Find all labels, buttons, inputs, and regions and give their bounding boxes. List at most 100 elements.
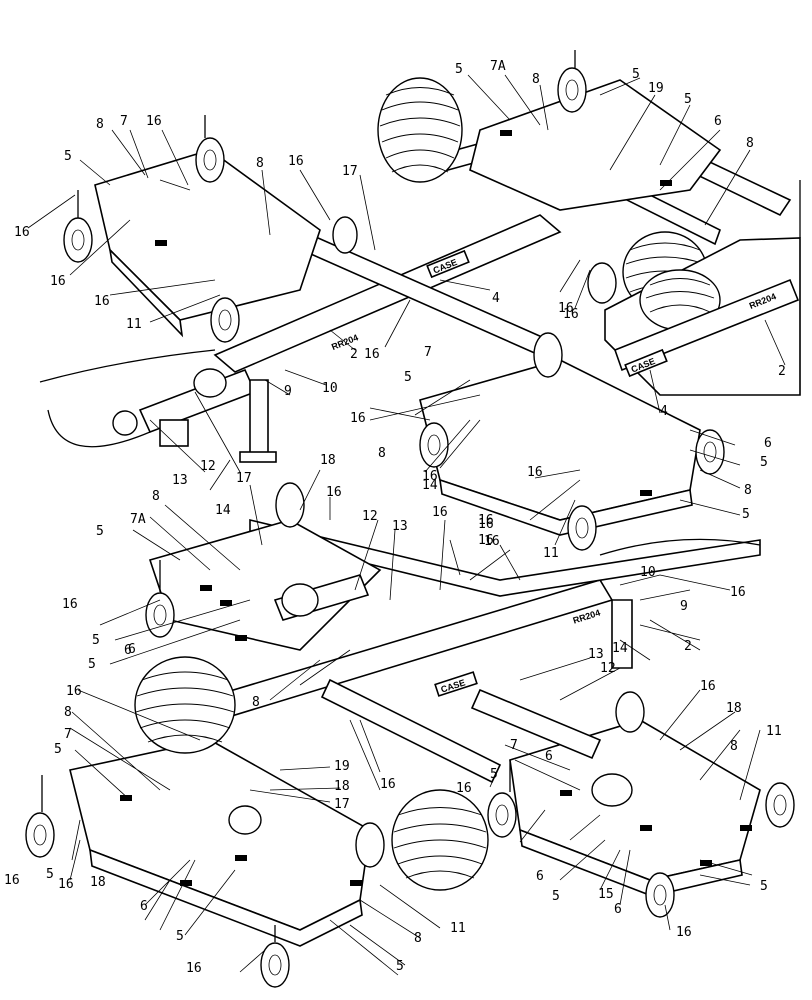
callout: 7A	[130, 512, 146, 527]
callout: 17	[342, 164, 358, 179]
callout: 16	[478, 533, 494, 548]
rear-deck-top	[469, 79, 722, 211]
callout: 6	[128, 642, 136, 657]
callout: 8	[252, 695, 260, 710]
callout: 7	[510, 738, 518, 753]
callout: 8	[378, 446, 386, 461]
callout: 5	[760, 455, 768, 470]
callout: 16	[50, 274, 66, 289]
callout: 2	[778, 364, 786, 379]
callouts-top: 5 7A 8 5 19 5 6 8 8 7 16 5 16 17 8 16 16…	[14, 59, 786, 561]
callout: 14	[422, 478, 438, 493]
driveline-top	[39, 349, 277, 463]
callout: 8	[152, 489, 160, 504]
callout: 19	[334, 759, 350, 774]
callout: 17	[236, 471, 252, 486]
brand-decal-top-1: CASE	[426, 249, 470, 279]
callout: 9	[284, 384, 292, 399]
tire-bottom-left	[134, 656, 236, 754]
callout: 8	[746, 136, 754, 151]
tire-top-left	[377, 77, 463, 183]
callout: 10	[640, 565, 656, 580]
leader-lines	[27, 74, 786, 976]
callout: 13	[588, 647, 604, 662]
caster-wheels-bottom	[25, 482, 795, 988]
callout: 6	[124, 643, 132, 658]
callout: 11	[450, 921, 466, 936]
callout: 6	[536, 869, 544, 884]
callout: 18	[90, 875, 106, 890]
callout: 5	[176, 929, 184, 944]
driveline-bottom	[228, 538, 761, 835]
callout: 16	[4, 873, 20, 888]
callout: 16	[700, 679, 716, 694]
brand-decal-bottom: CASE	[434, 671, 478, 697]
callout: 16	[478, 517, 494, 532]
callout: 11	[543, 546, 559, 561]
callout: 2	[350, 347, 358, 362]
callout: 5	[54, 742, 62, 757]
left-deck-skirt	[108, 247, 184, 338]
callout: 16	[146, 114, 162, 129]
callout: 6	[764, 436, 772, 451]
callout: 5	[455, 62, 463, 77]
callout: 5	[92, 633, 100, 648]
callout: 7A	[490, 59, 506, 74]
callout: 11	[766, 724, 782, 739]
callout: 5	[490, 767, 498, 782]
callout: 4	[660, 404, 668, 419]
callout: 8	[532, 72, 540, 87]
callout: 16	[730, 585, 746, 600]
right-deck-skirt	[439, 478, 693, 536]
callout: 8	[730, 739, 738, 754]
callout: 2	[684, 639, 692, 654]
safety-decals	[120, 130, 752, 886]
bottom-assembly: CASE RR204	[25, 130, 795, 988]
callout: 13	[172, 473, 188, 488]
tire-bottom-right	[391, 789, 489, 891]
callout: 16	[527, 465, 543, 480]
callout: 12	[200, 459, 216, 474]
callout: 5	[88, 657, 96, 672]
callout: 16	[62, 597, 78, 612]
callout: 16	[422, 469, 438, 484]
callout: 5	[552, 889, 560, 904]
callout: 16	[484, 534, 500, 549]
callout: 17	[334, 797, 350, 812]
caster-wheels-top	[63, 50, 725, 551]
callout: 16	[326, 485, 342, 500]
left-deck-bottom-skirt	[89, 848, 363, 947]
callout: 12	[362, 509, 378, 524]
callout: 7	[64, 727, 72, 742]
callout: 5	[404, 370, 412, 385]
callout: 5	[46, 867, 54, 882]
callout: 5	[760, 879, 768, 894]
callout: 5	[742, 507, 750, 522]
callout: 16	[66, 684, 82, 699]
callout: 5	[96, 524, 104, 539]
callout: 11	[126, 317, 142, 332]
top-assembly: CASE RR204 CASE RR204	[39, 50, 801, 551]
callout: 16	[58, 877, 74, 892]
callout: 16	[558, 301, 574, 316]
callouts-bottom: 18 17 16 5 7A 8 12 13 14 16 16 16 5 6 5 …	[4, 453, 782, 976]
callout: 8	[96, 117, 104, 132]
callout: 8	[64, 705, 72, 720]
callout: 16	[380, 777, 396, 792]
callout: 16	[456, 781, 472, 796]
callout: 18	[334, 779, 350, 794]
callout: 8	[414, 931, 422, 946]
callout: 5	[632, 67, 640, 82]
callout: 7	[120, 114, 128, 129]
callout: 6	[140, 899, 148, 914]
callout: 8	[256, 156, 264, 171]
callout: 16	[563, 307, 579, 322]
callout: 9	[680, 599, 688, 614]
callout: 13	[392, 519, 408, 534]
callout: 12	[600, 661, 616, 676]
callout: 5	[684, 92, 692, 107]
callout: 16	[288, 154, 304, 169]
callout: 16	[186, 961, 202, 976]
callout: 16	[364, 347, 380, 362]
